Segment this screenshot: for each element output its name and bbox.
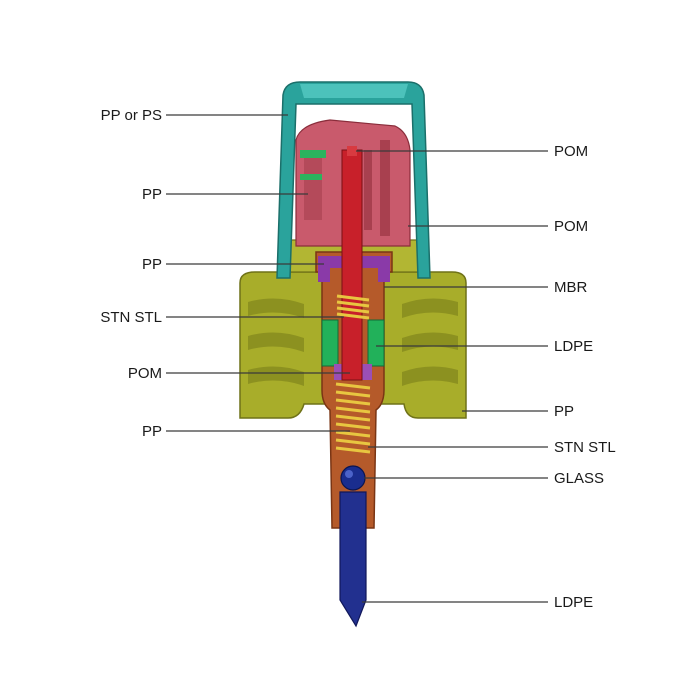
dip-tube [339,491,367,628]
lower-spring [335,382,371,454]
label-actuator-insert-material: POM [554,218,588,235]
label-actuator-material: PP [142,186,162,203]
glass-ball [340,465,366,491]
label-closure-material: PP [554,403,574,420]
label-ball-material: GLASS [554,470,604,487]
label-collar-neck-material: PP [142,256,162,273]
label-housing-material: PP [142,423,162,440]
label-gasket-material: MBR [554,279,588,296]
left-labels: PP or PS PP PP STN STL POM PP [100,107,162,440]
label-upper-spring-material: STN STL [100,309,162,326]
stem [341,146,363,381]
upper-spring [336,294,370,320]
overcap [276,81,431,279]
leader-lines [166,114,548,603]
pump-housing [315,251,393,529]
right-labels: POM POM MBR LDPE PP STN STL GLASS LDPE [554,143,616,611]
label-overcap-material: PP or PS [101,107,162,124]
label-stem-material: POM [554,143,588,160]
label-piston-seal-material: LDPE [554,338,593,355]
label-dip-tube-material: LDPE [554,594,593,611]
label-lower-spring-material: STN STL [554,439,616,456]
label-seat-material: POM [128,365,162,382]
